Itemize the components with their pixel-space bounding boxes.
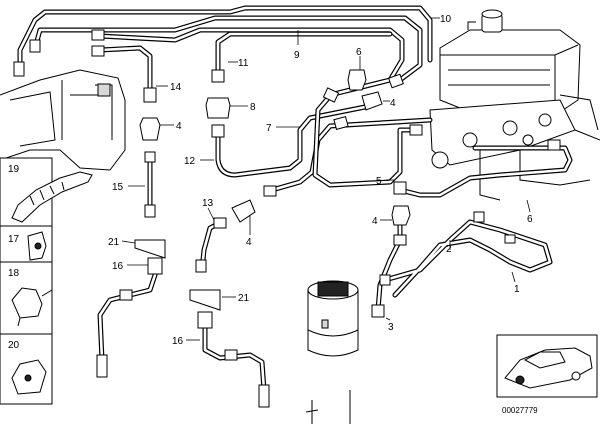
brackets	[134, 239, 221, 311]
callout-15: 15	[112, 182, 124, 193]
image-code: 00027779	[502, 406, 538, 415]
fittings	[13, 29, 561, 408]
panel-label-20: 20	[8, 340, 20, 351]
callout-4-b: 4	[176, 121, 182, 132]
brake-pipes	[17, 5, 573, 393]
callout-14: 14	[170, 82, 182, 93]
callout-21-b: 21	[238, 293, 250, 304]
callout-11: 11	[238, 58, 249, 69]
car-thumbnail	[496, 334, 598, 398]
callout-4-d: 4	[372, 216, 378, 227]
panel-label-19: 19	[8, 164, 20, 175]
callout-4-a: 4	[390, 98, 396, 109]
callout-9: 9	[294, 50, 300, 61]
callout-4-c: 4	[246, 237, 252, 248]
background-axle-outline	[0, 69, 126, 171]
callout-12: 12	[184, 156, 196, 167]
callout-labels: 10 9 6 4 7 11 8 14 4 12 15 13 4 21 16 21…	[8, 14, 538, 415]
callout-1: 1	[514, 284, 520, 295]
panel-label-17: 17	[8, 234, 20, 245]
callout-5: 5	[376, 176, 382, 187]
callout-2: 2	[446, 244, 452, 255]
callout-21-a: 21	[108, 237, 120, 248]
callout-16-b: 16	[172, 336, 184, 347]
pressure-accumulator	[305, 280, 359, 424]
callout-6-top: 6	[356, 47, 362, 58]
master-cylinder-reservoir	[429, 9, 600, 201]
callout-10: 10	[440, 14, 452, 25]
panel-label-18: 18	[8, 268, 20, 279]
callout-8: 8	[250, 102, 256, 113]
side-panels	[0, 157, 93, 405]
callout-3: 3	[388, 322, 394, 333]
callout-6: 6	[527, 214, 533, 225]
callout-7: 7	[266, 123, 272, 134]
callout-16-a: 16	[112, 261, 124, 272]
leader-lines	[121, 17, 531, 341]
callout-13: 13	[202, 198, 214, 209]
